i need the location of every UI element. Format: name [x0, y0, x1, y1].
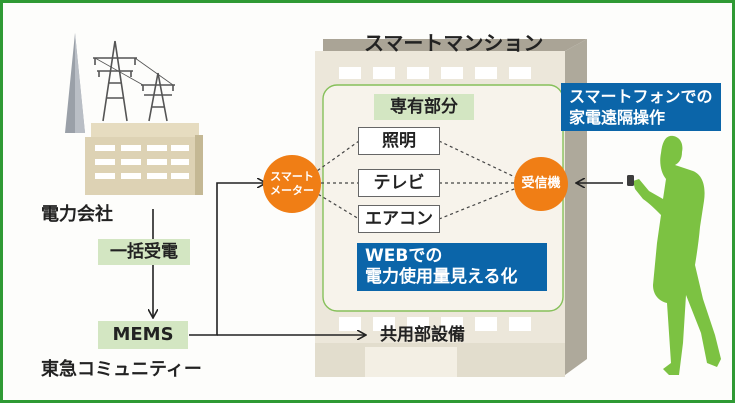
receiver-node: 受信機: [514, 157, 568, 211]
phone-label-line1: スマートフォンでの: [569, 87, 713, 106]
signal-lines: [302, 140, 520, 220]
operator-label: 東急コミュニティー: [41, 359, 202, 380]
web-label-line1: WEBでの: [365, 246, 443, 266]
power-plant-building: [85, 123, 203, 195]
smart-meter-label-line2: メーター: [270, 184, 314, 197]
phone-label-line2: 家電遠隔操作: [569, 108, 666, 127]
smartphone-remote-label: スマートフォンでの 家電遠隔操作: [561, 83, 721, 131]
mems-label: MEMS: [98, 321, 188, 349]
device-lighting: 照明: [358, 127, 440, 155]
smart-meter-label-line1: スマート: [270, 170, 314, 183]
person-silhouette: [633, 135, 721, 375]
power-flow-lines: [153, 183, 623, 335]
power-tower-icon: [65, 33, 85, 133]
web-visualization-label: WEBでの 電力使用量見える化: [357, 243, 547, 291]
smartphone-icon: [627, 175, 634, 186]
diagram-graphics: [65, 33, 721, 377]
shared-facilities-label: 共用部設備: [380, 325, 465, 345]
private-area-title: 専有部分: [374, 94, 474, 120]
bulk-power-receiving-label: 一括受電: [98, 239, 190, 265]
smart-meter-node: スマート メーター: [263, 155, 321, 213]
power-pylon-icon: [93, 40, 175, 122]
device-television: テレビ: [358, 169, 440, 197]
device-air-conditioner: エアコン: [358, 205, 440, 233]
building-title: スマートマンション: [364, 31, 544, 55]
power-company-label: 電力会社: [41, 204, 113, 225]
web-label-line2: 電力使用量見える化: [365, 267, 518, 287]
